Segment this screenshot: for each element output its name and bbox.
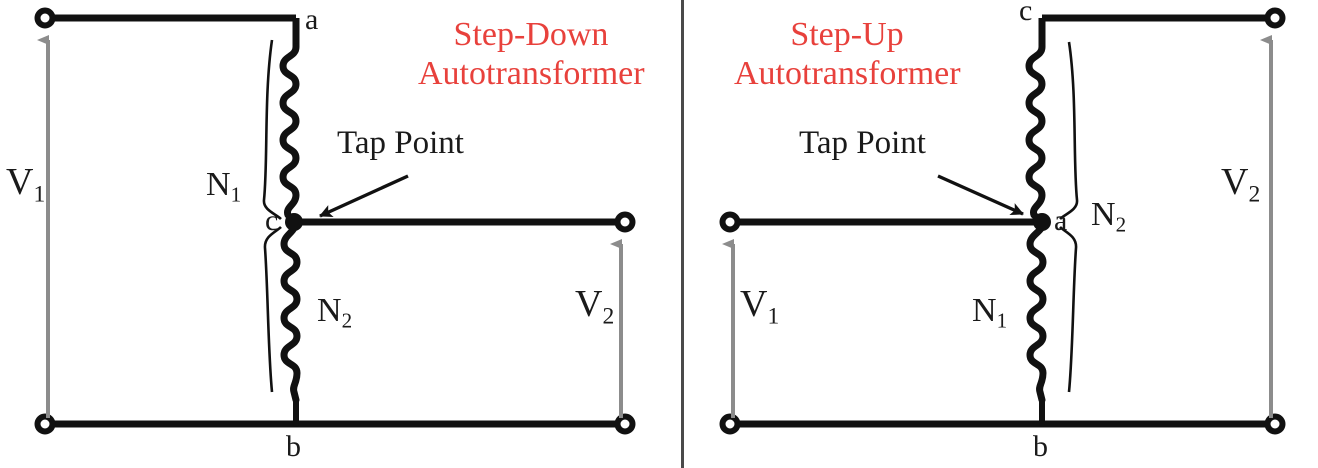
output-top-rail — [1038, 14, 1275, 47]
brace-upper-winding — [1059, 41, 1079, 220]
node-label-b: b — [286, 430, 301, 463]
winding-coil-upper — [1025, 43, 1046, 226]
panel-title-line2: Autotransformer — [418, 54, 645, 92]
step-up-schematic-svg — [719, 7, 1286, 435]
tap-point-label: Tap Point — [799, 125, 926, 161]
winding-coil-lower — [1026, 218, 1047, 427]
winding-label-n1: N1 — [206, 166, 242, 207]
winding-coil-lower — [280, 218, 301, 427]
node-label-b: b — [1033, 430, 1048, 463]
voltage-label-v2: V2 — [575, 283, 615, 330]
tap-point-leader-arrow — [319, 174, 409, 218]
output-terminal-top — [1264, 7, 1286, 29]
voltage-label-v2: V2 — [1221, 161, 1261, 208]
panel-title-line2: Autotransformer — [734, 54, 961, 92]
node-label-c: c — [265, 204, 279, 237]
tap-point-node — [1033, 213, 1051, 231]
step-down-schematic-svg — [34, 7, 636, 435]
node-label-a: a — [1054, 204, 1068, 237]
voltage-label-v1: V1 — [740, 283, 780, 330]
brace-upper-winding — [262, 39, 282, 220]
input-terminal-top — [34, 7, 56, 29]
input-top-rail — [45, 14, 300, 47]
output-terminal-bottom — [1264, 413, 1286, 435]
brace-lower-winding — [263, 226, 282, 393]
panel-title-step-down: Step-Down Autotransformer — [418, 16, 645, 94]
step-up-autotransformer-diagram: Step-Up Autotransformer Tap Point c a b … — [683, 0, 1318, 468]
panel-title-step-up: Step-Up Autotransformer — [734, 16, 961, 94]
winding-label-n2: N2 — [317, 292, 353, 333]
output-terminal-bottom — [614, 413, 636, 435]
brace-lower-winding — [1059, 226, 1078, 393]
voltage-label-v1: V1 — [6, 161, 46, 208]
input-terminal-bottom — [34, 413, 56, 435]
input-terminal-bottom — [719, 413, 741, 435]
output-terminal-top — [614, 211, 636, 233]
panel-title-line1: Step-Up — [790, 16, 904, 53]
node-label-a: a — [305, 3, 319, 36]
winding-label-n2: N2 — [1091, 196, 1127, 237]
panel-title-line1: Step-Down — [453, 16, 609, 53]
node-label-c: c — [1019, 0, 1033, 27]
panel-divider — [681, 0, 684, 468]
winding-label-n1: N1 — [972, 292, 1008, 333]
tap-point-leader-arrow — [937, 174, 1024, 216]
step-down-autotransformer-diagram: Step-Down Autotransformer Tap Point a c … — [6, 3, 645, 463]
tap-point-node — [285, 213, 303, 231]
winding-coil-upper — [279, 43, 300, 226]
input-terminal-top — [719, 211, 741, 233]
tap-point-label: Tap Point — [337, 125, 464, 161]
